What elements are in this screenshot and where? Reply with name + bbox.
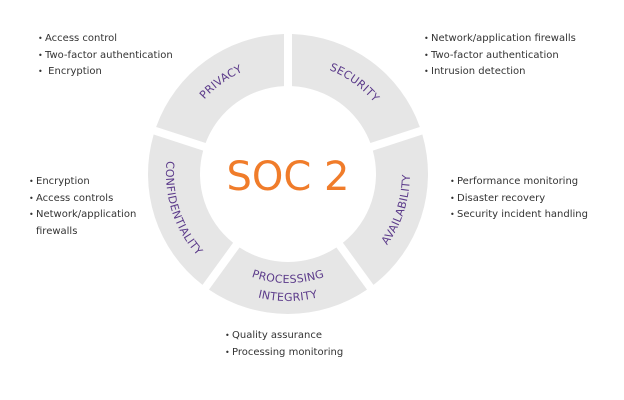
list-item: • Encryption xyxy=(38,66,102,78)
security-list: •Network/application firewalls •Two-fact… xyxy=(424,31,576,81)
list-item: •Encryption xyxy=(29,176,90,187)
list-item: •Disaster recovery xyxy=(450,192,546,204)
list-item: firewalls xyxy=(36,226,78,238)
segment-processing xyxy=(208,247,368,314)
confidentiality-list: •Encryption •Access controls •Network/ap… xyxy=(29,174,136,241)
segment-label-processing: PROCESSING xyxy=(250,267,325,286)
list-item: •Network/application firewalls xyxy=(424,33,576,44)
processing-integrity-list: •Quality assurance •Processing monitorin… xyxy=(225,328,343,361)
list-item: •Processing monitoring xyxy=(225,346,344,358)
segment-availability xyxy=(342,134,428,285)
list-item: •Security incident handling xyxy=(450,209,588,221)
list-item: •Two-factor authentication xyxy=(38,49,173,61)
segment-security xyxy=(291,34,420,144)
list-item: •Performance monitoring xyxy=(450,176,579,187)
segment-label-processing: INTEGRITY xyxy=(257,288,319,304)
center-title: SOC 2 xyxy=(227,154,350,200)
list-item: •Access control xyxy=(38,33,118,44)
privacy-list: •Access control •Two-factor authenticati… xyxy=(38,31,173,81)
list-item: •Intrusion detection xyxy=(424,66,526,78)
availability-list: •Performance monitoring •Disaster recove… xyxy=(450,174,588,224)
list-item: •Network/application xyxy=(29,209,137,221)
segment-confidentiality xyxy=(147,134,234,285)
list-item: •Two-factor authentication xyxy=(424,49,559,61)
list-item: •Quality assurance xyxy=(225,330,323,341)
list-item: •Access controls xyxy=(29,192,114,204)
segment-privacy xyxy=(156,34,285,144)
